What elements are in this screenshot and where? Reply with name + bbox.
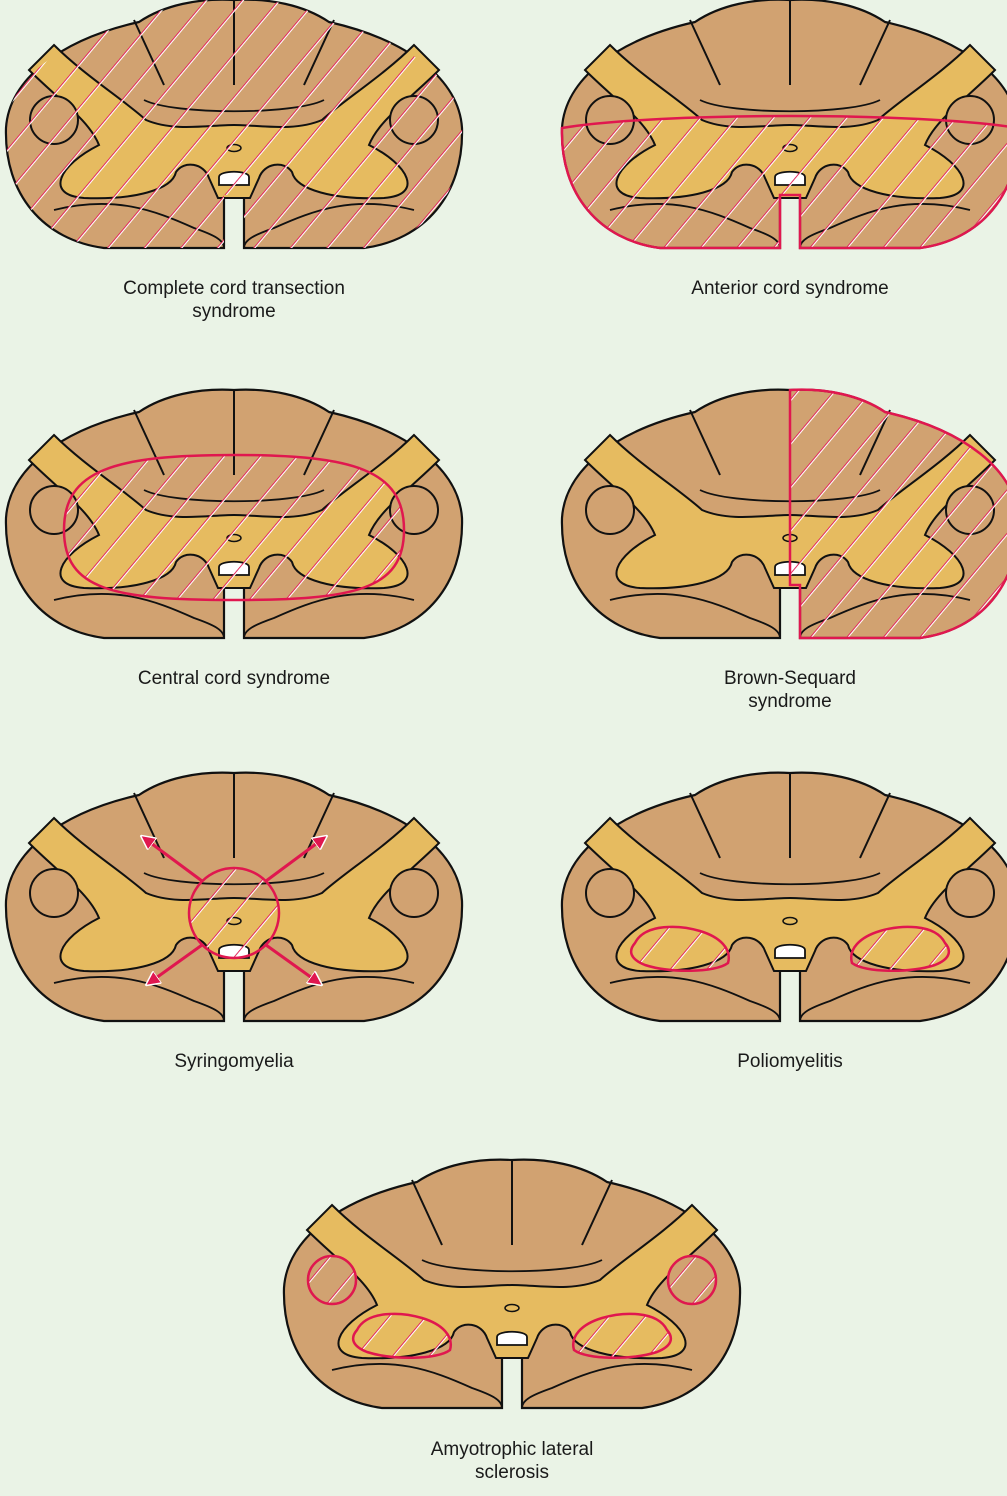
caption-central-cord-syndrome: Central cord syndrome (64, 667, 404, 690)
anterior-median-fissure (775, 945, 805, 958)
lesion-left-corticospinal-tract (308, 1256, 356, 1304)
cord-cross-section-brown-sequard (562, 390, 1007, 638)
cord-cross-section-anterior (562, 0, 1007, 248)
caption-poliomyelitis: Poliomyelitis (620, 1050, 960, 1073)
caption-anterior-cord-syndrome: Anterior cord syndrome (620, 277, 960, 300)
cord-cross-section-complete (6, 0, 462, 248)
right-lateral-tract (946, 869, 994, 917)
cord-cross-section-syringomyelia (6, 773, 462, 1021)
left-lateral-tract (586, 486, 634, 534)
lesion-central-cord (64, 455, 404, 600)
caption-syringomyelia: Syringomyelia (64, 1050, 404, 1073)
cord-cross-section-poliomyelitis (562, 773, 1007, 1021)
lesion-hemisection (790, 390, 1007, 638)
caption-amyotrophic-lateral-sclerosis: Amyotrophic lateral sclerosis (342, 1438, 682, 1484)
lesion-anterior-cord (562, 116, 1007, 248)
cord-cross-section-als (284, 1160, 740, 1408)
caption-complete-cord-transection: Complete cord transection syndrome (64, 277, 404, 323)
left-lateral-tract (586, 869, 634, 917)
caption-brown-sequard-syndrome: Brown-Sequard syndrome (620, 667, 960, 713)
right-lateral-tract (390, 869, 438, 917)
lesion-syrinx (189, 868, 279, 958)
cord-cross-section-central (6, 390, 462, 638)
lesion-right-corticospinal-tract (668, 1256, 716, 1304)
lesion-complete-transection (6, 0, 462, 248)
left-lateral-tract (30, 869, 78, 917)
anterior-median-fissure (497, 1332, 527, 1345)
